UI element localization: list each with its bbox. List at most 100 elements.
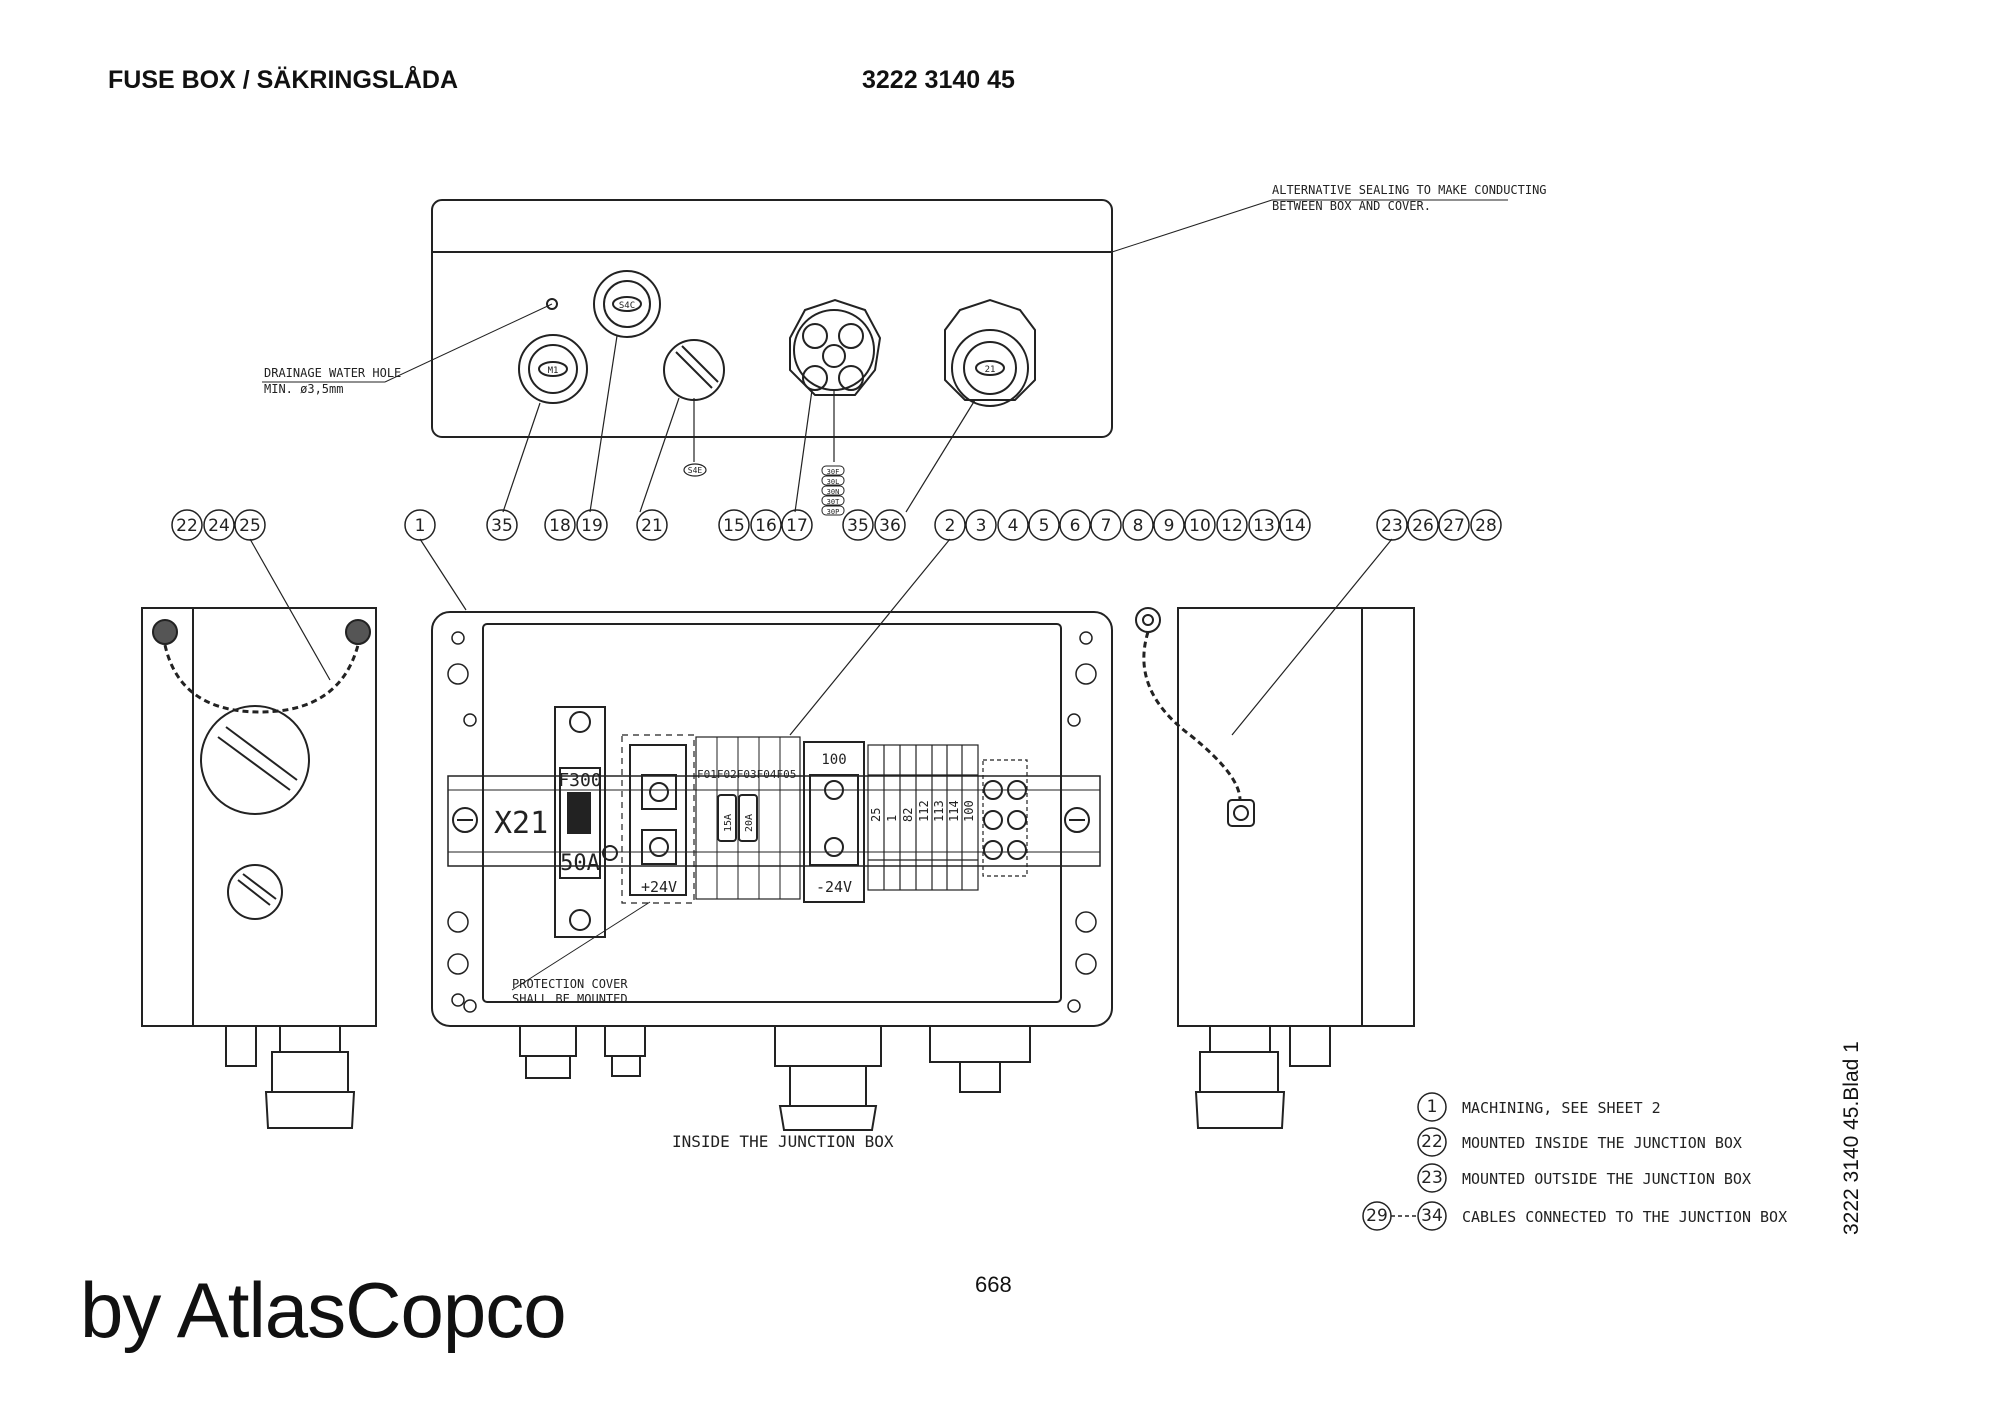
- cable-tag: 30F: [827, 468, 840, 476]
- document-title: FUSE BOX / SÄKRINGSLÅDA: [108, 66, 459, 94]
- callout-number: 25: [239, 516, 261, 536]
- terminal-number: 100: [962, 800, 976, 822]
- legend-marker-number: 23: [1421, 1168, 1443, 1188]
- callout-number: 27: [1443, 516, 1465, 536]
- callout-number: 35: [847, 516, 869, 536]
- callout-circle: [934, 509, 966, 541]
- plus-24v-label: +24V: [641, 878, 677, 896]
- sealing-note-line1: ALTERNATIVE SEALING TO MAKE CONDUCTING: [1272, 183, 1547, 197]
- legend-text: CABLES CONNECTED TO THE JUNCTION BOX: [1462, 1208, 1787, 1226]
- terminal-number: 82: [901, 808, 915, 822]
- callout-number: 16: [755, 516, 777, 536]
- cable-tag: 30P: [827, 508, 840, 516]
- callout-number: 14: [1284, 516, 1306, 536]
- callout-circle: [1090, 509, 1122, 541]
- terminal-number: 113: [932, 800, 946, 822]
- top-view: [262, 199, 1508, 516]
- callout-circle: [1028, 509, 1060, 541]
- callout-number: 13: [1253, 516, 1275, 536]
- legend-text: MACHINING, SEE SHEET 2: [1462, 1099, 1661, 1117]
- callout-circle: [1184, 509, 1216, 541]
- callout-circle: [1407, 509, 1439, 541]
- drain-note-line2: MIN. ø3,5mm: [264, 382, 343, 396]
- breaker-rating: 50A: [560, 851, 600, 876]
- terminal-number: 112: [917, 800, 931, 822]
- gland-m1-tag: M1: [548, 366, 559, 376]
- minus-24v-label: -24V: [816, 878, 852, 896]
- right-side-view: [1135, 607, 1415, 1129]
- legend-marker-number: 22: [1421, 1132, 1443, 1152]
- protection-note-line1: PROTECTION COVER: [512, 977, 628, 991]
- callout-number: 23: [1381, 516, 1403, 536]
- callout-number: 7: [1101, 516, 1112, 536]
- callout-number: 12: [1221, 516, 1243, 536]
- callout-circle: [1248, 509, 1280, 541]
- fuse-cap: [663, 339, 725, 401]
- callout-number: 17: [786, 516, 808, 536]
- legend-marker-number: 29: [1366, 1206, 1388, 1226]
- callout-number: 21: [641, 516, 663, 536]
- callout-circle: [544, 509, 576, 541]
- minus-terminal-number: 100: [821, 752, 846, 768]
- part-number: 3222 3140 45: [862, 66, 1015, 94]
- left-side-view: [141, 607, 377, 1129]
- fuse-rating-b: 20A: [744, 814, 755, 832]
- callout-circle: [1279, 509, 1311, 541]
- callout-circle: [1122, 509, 1154, 541]
- callout-number: 15: [723, 516, 745, 536]
- callout-number: 3: [976, 516, 987, 536]
- callout-circle: [842, 509, 874, 541]
- callout-number: 4: [1008, 516, 1019, 536]
- callout-number: 6: [1070, 516, 1081, 536]
- callout-circle: [718, 509, 750, 541]
- sealing-note-line2: BETWEEN BOX AND COVER.: [1272, 199, 1431, 213]
- callout-circle: [576, 509, 608, 541]
- page-number: 668: [975, 1272, 1012, 1297]
- callout-number: 24: [208, 516, 230, 536]
- callout-circle: [1438, 509, 1470, 541]
- legend-text: MOUNTED OUTSIDE THE JUNCTION BOX: [1462, 1170, 1751, 1188]
- callout-circle: [486, 509, 518, 541]
- drain-note-line1: DRAINAGE WATER HOLE: [264, 366, 401, 380]
- terminal-number: 1: [885, 815, 899, 822]
- cable-tag: 30N: [827, 488, 840, 496]
- fuse-cap-tag: S4E: [688, 466, 703, 475]
- cable-gland-m1: [518, 334, 588, 404]
- callout-circle: [203, 509, 235, 541]
- top-view-outline: [431, 199, 1113, 438]
- callout-circle: [1153, 509, 1185, 541]
- legend-marker-number: 34: [1421, 1206, 1443, 1226]
- callout-circle: [874, 509, 906, 541]
- callout-circle: [1059, 509, 1091, 541]
- rail-label: X21: [494, 806, 548, 841]
- callout-number: 28: [1475, 516, 1497, 536]
- callout-circle: [781, 509, 813, 541]
- fuse-rating-a: 15A: [723, 814, 734, 832]
- callout-circle: [997, 509, 1029, 541]
- callout-number: 35: [491, 516, 513, 536]
- brand-signature: by AtlasCopco: [80, 1266, 567, 1354]
- terminal-number: 114: [947, 800, 961, 822]
- legend-markers: [1362, 1092, 1447, 1231]
- callout-number: 22: [176, 516, 198, 536]
- inside-junction-box-label: INSIDE THE JUNCTION BOX: [672, 1132, 894, 1151]
- callout-number: 5: [1039, 516, 1050, 536]
- callout-number: 36: [879, 516, 901, 536]
- breaker-label: F300: [558, 770, 601, 791]
- callout-number: 8: [1133, 516, 1144, 536]
- callout-circle: [965, 509, 997, 541]
- callout-number: 10: [1189, 516, 1211, 536]
- legend-text: MOUNTED INSIDE THE JUNCTION BOX: [1462, 1134, 1742, 1152]
- callout-number: 18: [549, 516, 571, 536]
- callout-circle: [1376, 509, 1408, 541]
- drain-hole: [546, 298, 558, 310]
- callout-circle: [171, 509, 203, 541]
- cable-gland-21: [944, 298, 1036, 407]
- callout-number: 26: [1412, 516, 1434, 536]
- legend-marker-number: 1: [1427, 1097, 1438, 1117]
- callout-circle: [636, 509, 668, 541]
- callout-number: 2: [945, 516, 956, 536]
- callout-circle: [1216, 509, 1248, 541]
